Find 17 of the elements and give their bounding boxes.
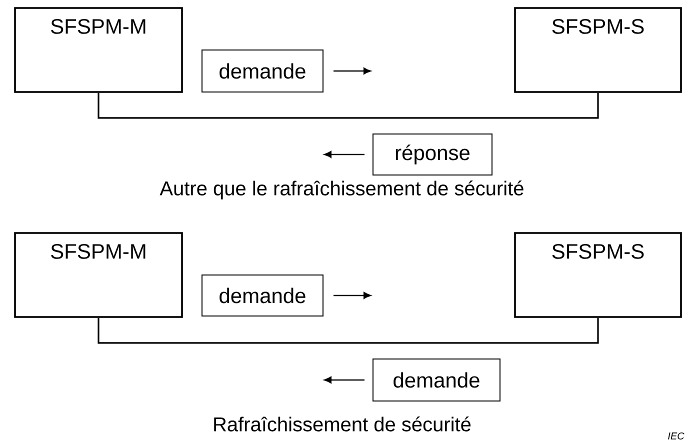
message-box: réponse: [372, 134, 492, 176]
message-box: demande: [372, 358, 500, 402]
direction-arrow: [324, 376, 364, 384]
unit-box: SFSPM-M: [14, 7, 183, 93]
message-box: demande: [202, 274, 324, 316]
unit-box: SFSPM-M: [14, 232, 183, 318]
connection-line: [98, 92, 599, 119]
direction-arrow: [334, 68, 371, 74]
direction-arrow: [334, 292, 371, 299]
caption: Rafraîchissement de sécurité: [214, 416, 471, 432]
direction-arrow: [324, 151, 364, 158]
caption: Autre que le rafraîchissement de sécurité: [160, 180, 524, 200]
connection-line: [98, 318, 599, 344]
source-label: IEC: [668, 432, 684, 440]
unit-box: SFSPM-S: [514, 7, 682, 93]
unit-box: SFSPM-S: [514, 232, 682, 318]
message-box: demande: [202, 50, 324, 92]
